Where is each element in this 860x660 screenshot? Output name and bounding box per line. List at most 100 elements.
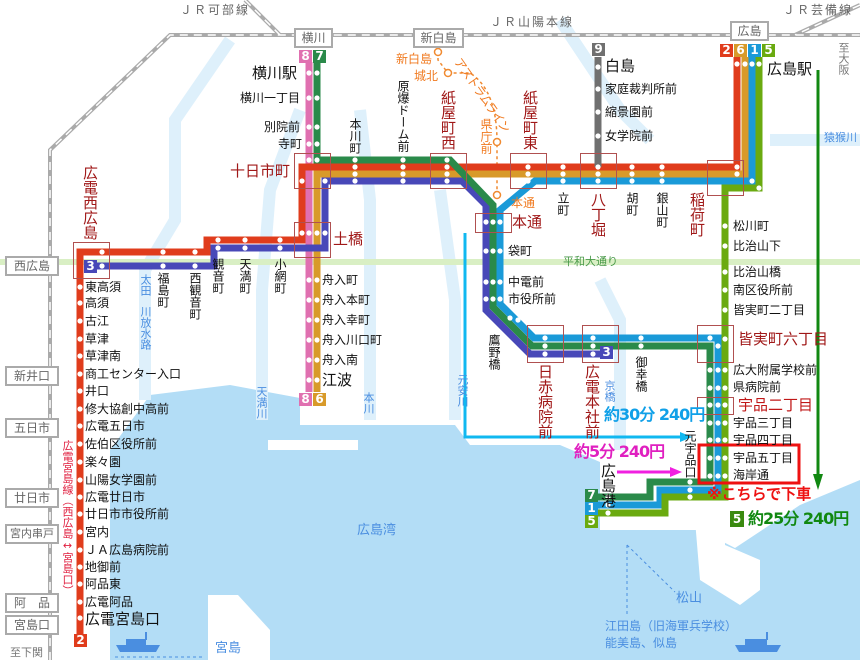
station-dot bbox=[734, 171, 740, 177]
jr-station-yokogawa[interactable]: 横川 bbox=[294, 28, 333, 48]
station-dot bbox=[722, 269, 728, 275]
walk-arrow-head bbox=[670, 467, 682, 477]
route-badge-1: 1 bbox=[585, 502, 598, 515]
station-dot bbox=[299, 178, 305, 184]
station-dot bbox=[722, 243, 728, 249]
station-jogakuin: 女学院前 bbox=[605, 129, 654, 143]
station-dot bbox=[722, 420, 728, 426]
station-fukushimacho: 福島町 bbox=[156, 272, 170, 308]
station-honkawacho: 本川町 bbox=[348, 118, 362, 154]
ferry-time-fare: 約30分 240円 bbox=[604, 405, 705, 424]
alight-here-note: ※こちらで下車 bbox=[707, 485, 812, 503]
station-dot bbox=[314, 377, 320, 383]
jr-station-hiroshima[interactable]: 広島 bbox=[730, 21, 769, 41]
station-hiroshimako: 広島港 bbox=[599, 463, 617, 508]
jr-station-nishihiroshima[interactable]: 西広島 bbox=[5, 256, 59, 276]
station-fukuromachi: 袋町 bbox=[508, 244, 533, 258]
station-dot bbox=[77, 477, 83, 483]
station-minami2: 皆実町二丁目 bbox=[733, 303, 806, 317]
astram-station-kenchomae: 県庁前 bbox=[479, 118, 493, 154]
station-dot bbox=[722, 455, 728, 461]
station-ujina4: 宇品四丁目 bbox=[733, 433, 794, 447]
station-dot bbox=[659, 171, 665, 177]
station-dot bbox=[707, 335, 713, 341]
station-dot bbox=[490, 279, 496, 285]
route-badge-5: 5 bbox=[762, 44, 775, 57]
station-dot bbox=[707, 367, 713, 373]
station-dot bbox=[77, 318, 83, 324]
station-dot bbox=[605, 510, 611, 516]
station-dot bbox=[722, 385, 728, 391]
station-dot bbox=[444, 171, 450, 177]
jr-station-shiniguchi[interactable]: 新井口 bbox=[5, 366, 59, 386]
route-badge-6: 6 bbox=[313, 393, 326, 406]
station-dot bbox=[483, 296, 489, 302]
station-dot bbox=[659, 178, 665, 184]
transfer-box-nisseki bbox=[527, 325, 564, 363]
station-dot bbox=[77, 615, 83, 621]
station-miyajima-line: 宮内 bbox=[85, 525, 110, 539]
station-dot bbox=[306, 337, 312, 343]
transfer-box-nishihiroshima bbox=[73, 242, 110, 279]
river-label-ota-hosuiro: 川放水路 bbox=[139, 306, 152, 350]
station-ebisucho: 胡町 bbox=[625, 192, 639, 216]
place-label-bay: 広島湾 bbox=[357, 523, 397, 538]
station-miyajima-line: 廿日市市役所前 bbox=[85, 507, 170, 521]
station-dot bbox=[707, 437, 713, 443]
jr-station-shinhakushima[interactable]: 新白島 bbox=[413, 28, 464, 48]
station-dot bbox=[314, 357, 320, 363]
station-dot bbox=[525, 164, 531, 170]
station-dot bbox=[707, 420, 713, 426]
station-dot bbox=[77, 581, 83, 587]
jr-kabe-line-label: ＪＲ可部線 bbox=[180, 3, 251, 17]
station-dot bbox=[687, 479, 693, 485]
station-dot bbox=[707, 473, 713, 479]
station-dot bbox=[490, 248, 496, 254]
station-matsukawacho: 松川町 bbox=[733, 219, 770, 233]
transfer-box-kamiyacho-nishi bbox=[430, 153, 467, 189]
station-dot bbox=[749, 61, 755, 67]
station-miyajima-line: 山陽女学園前 bbox=[85, 473, 158, 487]
station-dobashi: 土橋 bbox=[333, 230, 364, 248]
station-dot bbox=[306, 124, 312, 130]
jr-station-miyauchikushido[interactable]: 宮内串戸 bbox=[5, 524, 59, 544]
station-dot bbox=[77, 599, 83, 605]
station-dot bbox=[215, 245, 221, 251]
jr-station-hatsukaichi[interactable]: 廿日市 bbox=[5, 488, 59, 508]
station-yokogawa1: 横川一丁目 bbox=[240, 91, 301, 105]
jr-sanyo-line-label: ＪＲ山陽本線 bbox=[490, 15, 575, 29]
station-dot bbox=[507, 315, 513, 321]
route-badge-2: 2 bbox=[74, 634, 87, 647]
station-dot bbox=[715, 437, 721, 443]
station-dot bbox=[352, 164, 358, 170]
station-dot bbox=[77, 494, 83, 500]
station-dot bbox=[400, 157, 406, 163]
station-shukkeien: 縮景園前 bbox=[605, 105, 654, 119]
station-miyajima-line: 広電五日市 bbox=[85, 419, 146, 433]
jr-station-itsukaichi[interactable]: 五日市 bbox=[5, 418, 59, 438]
station-takanobashi: 鷹野橋 bbox=[487, 334, 501, 370]
station-dot bbox=[629, 164, 635, 170]
jr-connection-arrow-head bbox=[813, 474, 823, 490]
station-dot bbox=[242, 245, 248, 251]
station-dot bbox=[444, 164, 450, 170]
station-dot bbox=[525, 178, 531, 184]
place-label-matsuyama: 松山 bbox=[676, 591, 703, 606]
station-inaricho: 稲荷町 bbox=[688, 192, 706, 237]
station-dot bbox=[444, 157, 450, 163]
station-kamiyacho-higashi: 紙屋町東 bbox=[521, 90, 539, 150]
station-dot bbox=[314, 124, 320, 130]
station-dot bbox=[595, 164, 601, 170]
station-dot bbox=[497, 248, 503, 254]
station-honsha: 広電本社前 bbox=[583, 364, 601, 439]
place-label-miyajima: 宮島 bbox=[215, 641, 242, 656]
jr-station-miyajimaguchi[interactable]: 宮島口 bbox=[5, 615, 59, 635]
station-dot bbox=[306, 95, 312, 101]
jr-station-ajina[interactable]: 阿 品 bbox=[5, 593, 59, 613]
station-minamiku: 南区役所前 bbox=[733, 283, 794, 297]
heiwa-odori-street bbox=[0, 259, 860, 265]
station-dot bbox=[322, 230, 328, 236]
station-miyajima-line: 高須 bbox=[85, 296, 110, 310]
route-1-line bbox=[496, 57, 756, 509]
route-badge-9: 9 bbox=[592, 43, 605, 56]
